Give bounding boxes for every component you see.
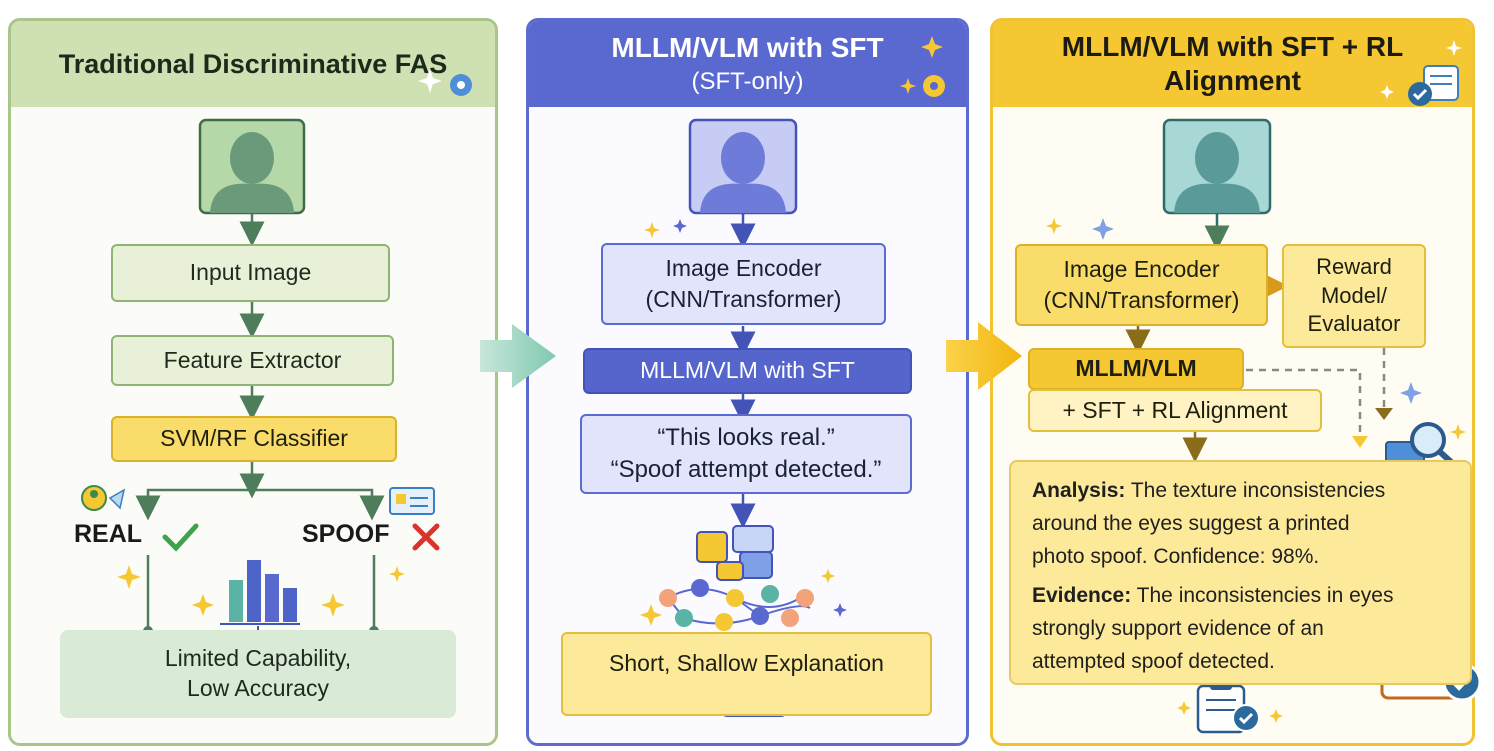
sft-output-line2: “Spoof attempt detected.”	[610, 456, 882, 483]
evidence-text: Evidence: The inconsistencies in eyes st…	[1032, 579, 1432, 679]
limited-capability-line2: Low Accuracy	[187, 675, 329, 701]
analysis-line1: The texture inconsistencies	[1125, 479, 1386, 502]
sft-output-line1: “This looks real.”	[657, 423, 835, 451]
traditional-panel-title: Traditional Discriminative FAS	[58, 48, 448, 79]
rl-alignment-box: + SFT + RL Alignment	[1028, 389, 1322, 432]
evidence-label: Evidence:	[1032, 584, 1132, 607]
feature-extractor-box: Feature Extractor	[111, 335, 394, 386]
analysis-label: Analysis:	[1032, 479, 1126, 502]
input-image-box: Input Image	[111, 244, 390, 302]
classifier-box: SVM/RF Classifier	[111, 416, 397, 462]
spoof-label: SPOOF	[302, 520, 390, 548]
sft-panel-subtitle: (SFT-only)	[691, 68, 804, 95]
rl-panel-title-line1: MLLM/VLM with SFT + RL	[1061, 31, 1404, 63]
analysis-line3: photo spoof. Confidence: 98%.	[1032, 545, 1320, 569]
evidence-line2: strongly support evidence of an	[1032, 617, 1324, 641]
reward-model-box: Reward Model/ Evaluator	[1282, 244, 1426, 348]
rl-encoder-line1: Image Encoder	[1063, 255, 1220, 282]
analysis-panel	[1009, 460, 1472, 685]
evidence-line3: attempted spoof detected.	[1032, 650, 1275, 674]
sft-model-label: MLLM/VLM with SFT	[640, 357, 855, 384]
input-image-label: Input Image	[189, 259, 312, 286]
rl-panel-header: MLLM/VLM with SFT + RL Alignment	[993, 21, 1472, 107]
shallow-explanation-box: Short, Shallow Explanation	[561, 632, 932, 716]
rl-encoder-line2: (CNN/Transformer)	[1043, 287, 1240, 313]
classifier-label: SVM/RF Classifier	[160, 425, 348, 452]
analysis-text: Analysis: The texture inconsistencies ar…	[1032, 474, 1462, 574]
analysis-line2: around the eyes suggest a printed	[1032, 512, 1350, 536]
limited-capability-line1: Limited Capability,	[164, 645, 352, 672]
sft-encoder-line1: Image Encoder	[665, 254, 822, 281]
real-label: REAL	[74, 520, 143, 548]
shallow-explanation-label: Short, Shallow Explanation	[609, 650, 884, 676]
feature-extractor-label: Feature Extractor	[163, 346, 342, 373]
sft-panel-header: MLLM/VLM with SFT (SFT-only)	[529, 21, 966, 107]
evidence-line1: The inconsistencies in eyes	[1131, 584, 1394, 607]
traditional-panel-header: Traditional Discriminative FAS	[11, 21, 495, 107]
rl-model-line2: + SFT + RL Alignment	[1062, 396, 1288, 423]
rl-panel-title-line2: Alignment	[1164, 65, 1301, 96]
rl-image-encoder-box: Image Encoder (CNN/Transformer)	[1015, 244, 1268, 326]
rl-model-line1: MLLM/VLM	[1075, 355, 1197, 382]
reward-line3: Evaluator	[1307, 311, 1401, 337]
sft-image-encoder-box: Image Encoder (CNN/Transformer)	[601, 243, 886, 325]
sft-panel-title: MLLM/VLM with SFT	[611, 32, 884, 63]
rl-model-box: MLLM/VLM	[1028, 348, 1244, 390]
reward-line1: Reward	[1316, 254, 1392, 280]
sft-encoder-line2: (CNN/Transformer)	[645, 286, 842, 312]
sft-model-box: MLLM/VLM with SFT	[583, 348, 912, 394]
sft-output-box: “This looks real.” “Spoof attempt detect…	[580, 414, 912, 494]
limited-capability-box: Limited Capability, Low Accuracy	[60, 630, 456, 718]
reward-line2: Model/	[1320, 282, 1388, 308]
